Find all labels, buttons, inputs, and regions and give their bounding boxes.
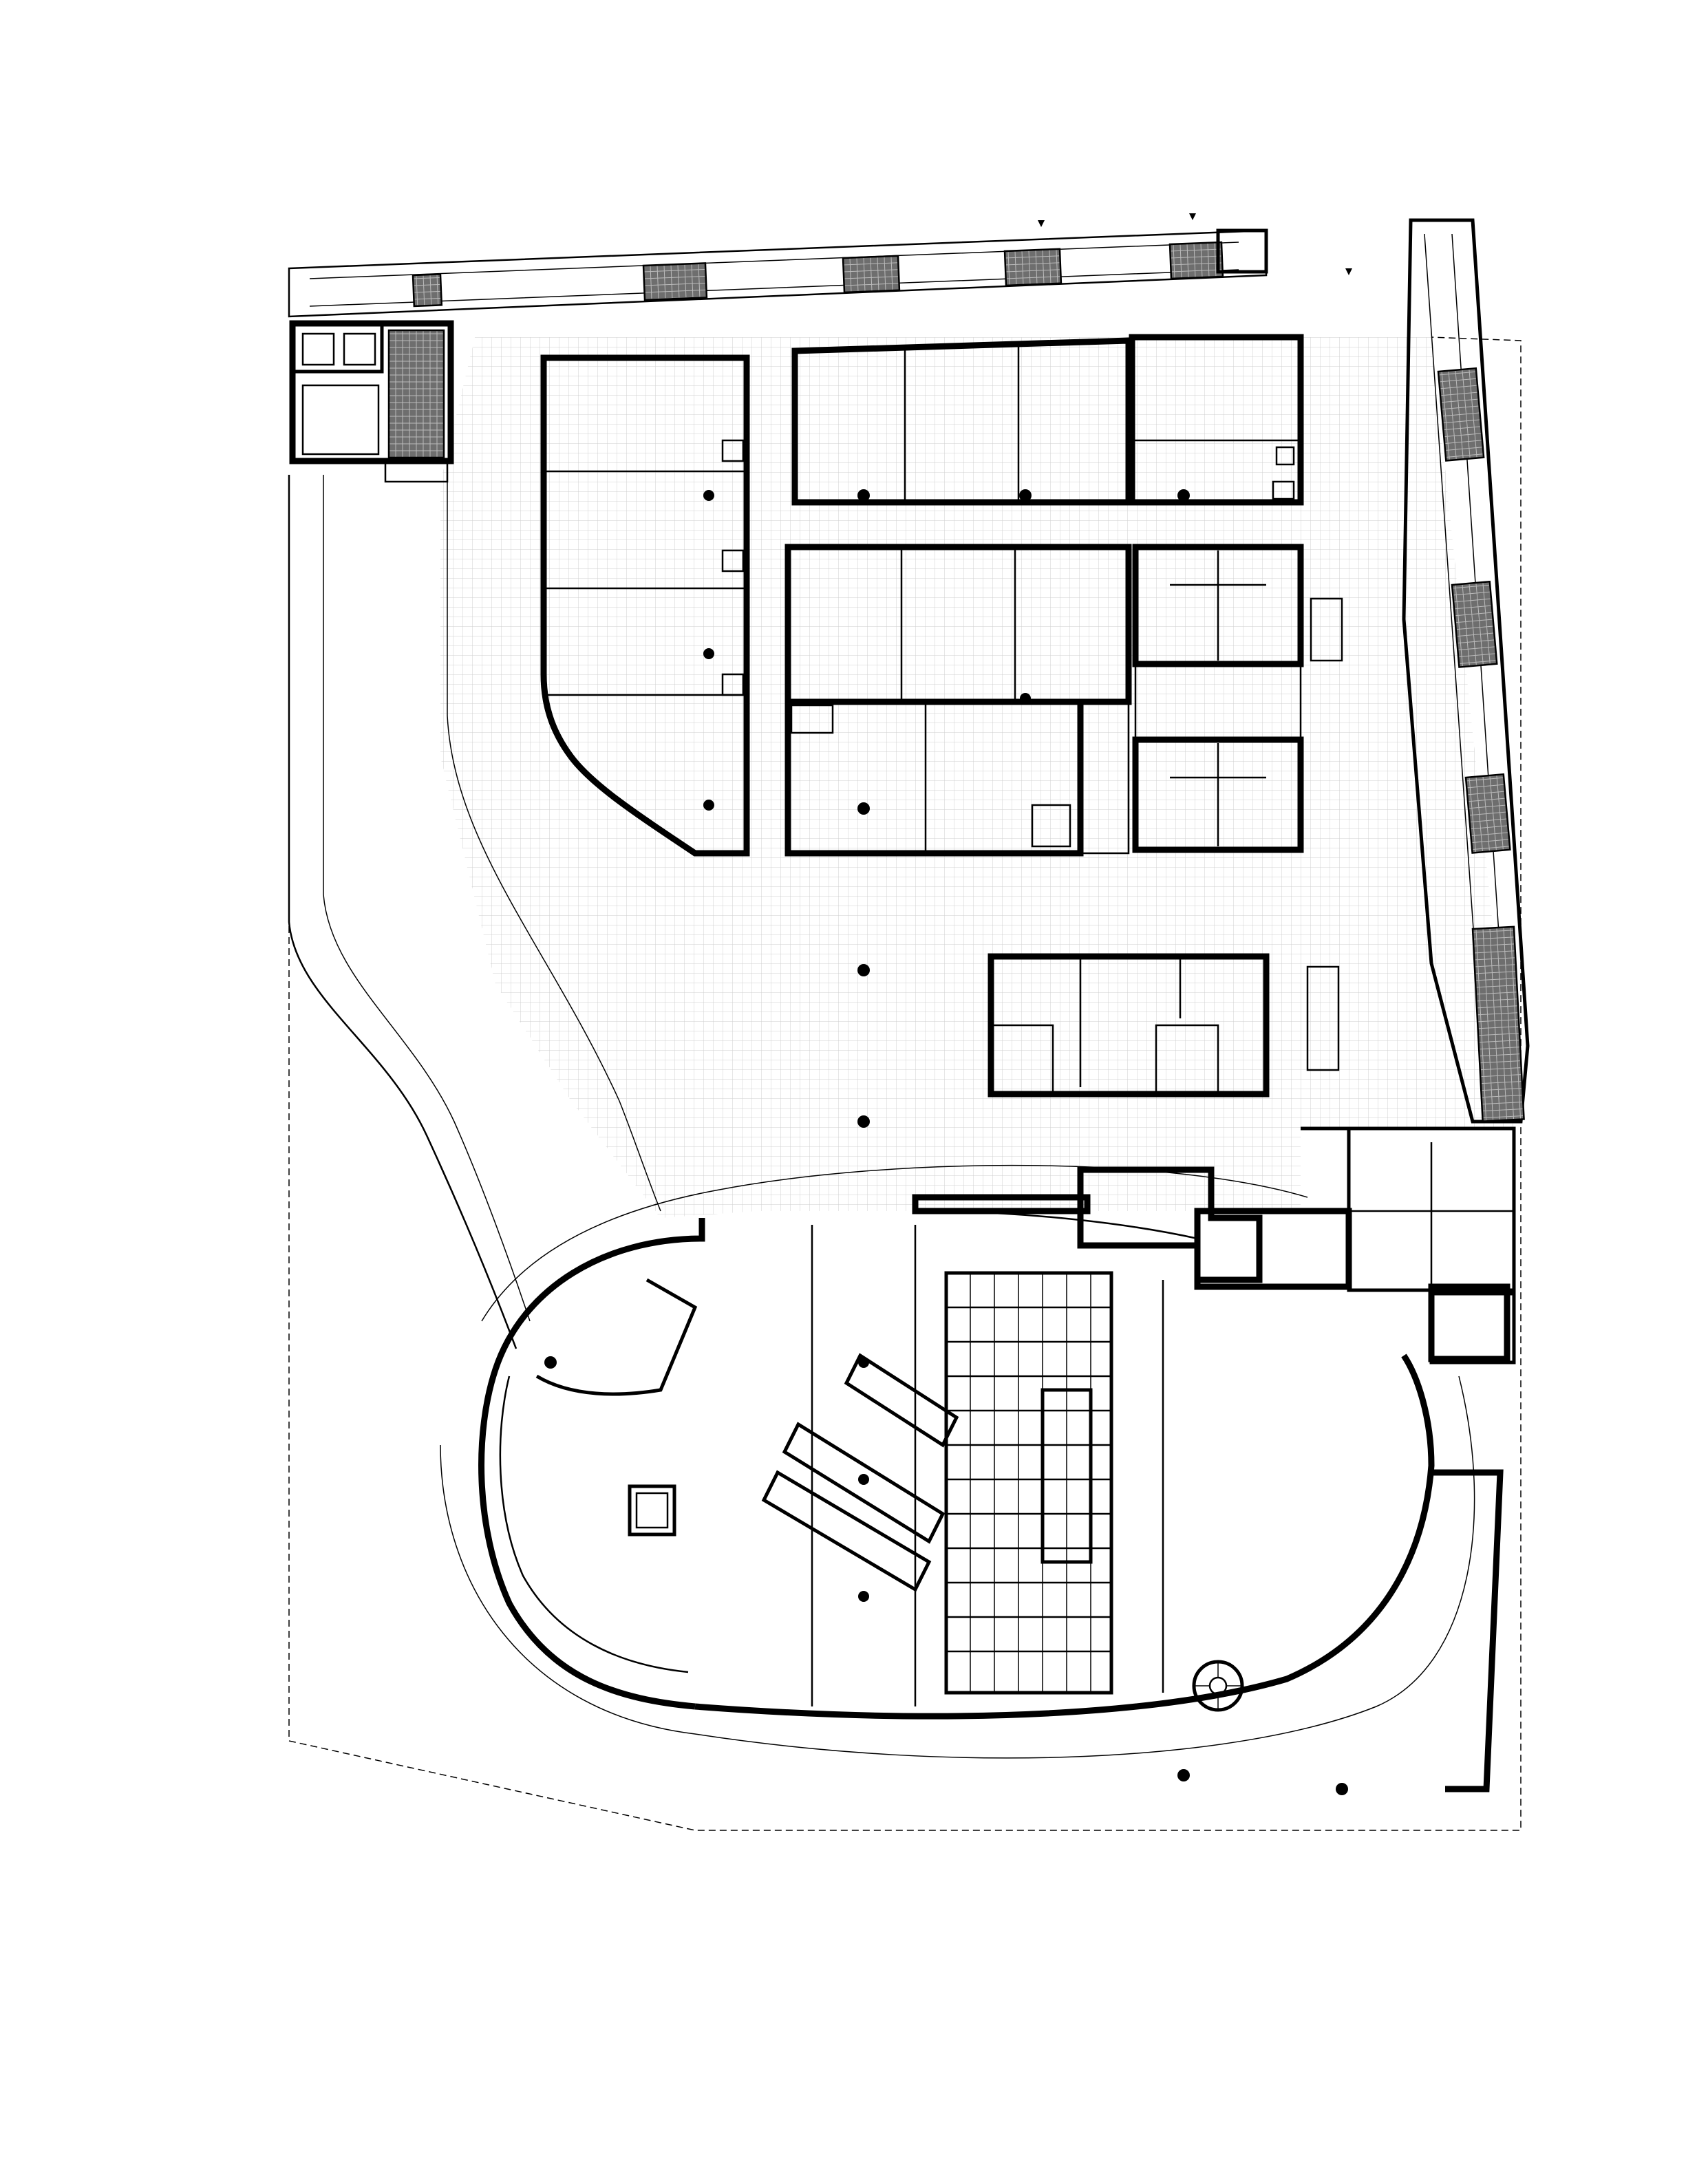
- column: [857, 1115, 870, 1128]
- office-block-west: [540, 354, 750, 857]
- west-plaza-edge: [447, 482, 661, 1212]
- plaza-paving: [440, 337, 1514, 1218]
- office-block-north: [791, 334, 1304, 506]
- column: [857, 964, 870, 976]
- north-walkway: [288, 213, 1352, 318]
- seating-rows: [944, 1271, 1164, 1695]
- column: [1336, 1783, 1348, 1795]
- stage-area: [535, 1225, 917, 1706]
- stair-core-northwest: [289, 320, 454, 483]
- east-rooms: [1077, 1126, 1516, 1364]
- west-ramp: [288, 475, 517, 1349]
- auditorium: [440, 1164, 1510, 1792]
- spiral-stair: [1192, 1660, 1244, 1712]
- site-boundary: [288, 336, 1522, 1831]
- column: [1177, 1769, 1190, 1781]
- west-ramp-edge: [323, 475, 531, 1322]
- service-block: [988, 953, 1514, 1131]
- east-ramp: [1402, 218, 1530, 1124]
- escalators: [761, 1353, 959, 1602]
- office-block-center: [784, 544, 1132, 857]
- toilets: [1132, 544, 1343, 853]
